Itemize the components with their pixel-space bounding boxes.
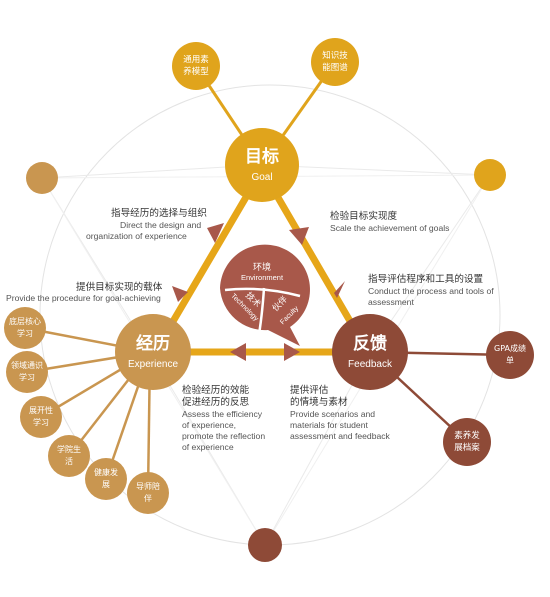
edge-label-bottom-right-en: assessment and feedback: [290, 431, 390, 441]
feedback-child-node: [486, 331, 534, 379]
arrow-right-lower: [334, 281, 345, 298]
experience-child-label: 底层核心学习: [9, 317, 41, 338]
center-environment-cn: 环境: [252, 263, 271, 273]
edge-label-left-lower-en: Provide the procedure for goal-achieving: [6, 293, 161, 303]
edge-label-bottom-left-en: of experience,: [182, 420, 236, 430]
feedback-child-label: 素养发展档案: [454, 431, 480, 453]
experience-child-label: 领域通识学习: [11, 361, 43, 382]
decor-ball-bottom: [248, 528, 282, 562]
experience-child-nodes: [4, 307, 169, 514]
edge-label-right-lower-en: Conduct the process and tools of: [368, 286, 494, 296]
edge-label-left-upper-en: organization of experience: [86, 231, 187, 241]
feedback-child-label: GPA成绩单: [494, 344, 526, 365]
goal-node: [225, 128, 299, 202]
feedback-child-node: [443, 418, 491, 466]
experience-child-label: 健康发展: [94, 468, 118, 489]
edge-label-right-upper-en: Scale the achievement of goals: [330, 223, 450, 233]
edge-label-bottom-left-en: of experience: [182, 442, 234, 452]
edge-label-right-lower-en: assessment: [368, 297, 414, 307]
goal-child-node: [172, 42, 220, 90]
experience-child-label: 展开性学习: [29, 406, 53, 427]
arrow-bottom-right: [284, 343, 300, 361]
experience-title-cn: 经历: [136, 334, 170, 354]
arrow-left-upper: [207, 223, 224, 243]
edge-label-bottom-left-en: promote the reflection: [182, 431, 266, 441]
decor-ball-right: [474, 159, 506, 191]
arrow-right-upper: [289, 227, 309, 245]
edge-label-left-upper-en: Direct the design and: [120, 220, 202, 230]
edge-label-bottom-left-cn: 检验经历的效能: [182, 385, 250, 396]
center-swirl: [220, 244, 310, 346]
edge-label-bottom-right-cn: 提供评估: [290, 385, 329, 396]
edge-label-bottom-left-cn: 促进经历的反思: [182, 397, 250, 408]
spoke-line: [41, 164, 261, 179]
goal-title-en: Goal: [251, 172, 273, 183]
feedback-title-cn: 反馈: [353, 334, 387, 354]
experience-child-label: 导师陪伴: [136, 482, 160, 503]
goal-child-label: 通用素养模型: [183, 55, 209, 77]
experience-title-en: Experience: [127, 359, 179, 370]
feedback-title-en: Feedback: [348, 359, 392, 370]
edge-label-left-lower-cn: 提供目标实现的载体: [76, 282, 163, 293]
goal-title-cn: 目标: [245, 147, 279, 167]
decor-ball-left: [26, 162, 58, 194]
goal-child-node: [311, 38, 359, 86]
arrow-left-lower: [172, 286, 188, 302]
edge-label-right-lower-cn: 指导评估程序和工具的设置: [368, 274, 484, 285]
edge-label-right-upper-cn: 检验目标实现度: [330, 211, 398, 222]
edge-label-bottom-right-en: Provide scenarios and: [290, 409, 376, 419]
arrow-bottom-left: [230, 343, 246, 361]
edge-label-bottom-left-en: Assess the efficiency: [182, 409, 263, 419]
goal-child-label: 知识技能图谱: [322, 51, 348, 73]
experience-node: [115, 314, 191, 390]
edge-label-left-upper-cn: 指导经历的选择与组织: [111, 208, 207, 219]
center-environment-en: Environment: [240, 273, 284, 282]
main-triangle: [151, 166, 372, 356]
feedback-node: [332, 314, 408, 390]
experience-child-label: 学院生活: [57, 445, 81, 466]
center-swirl-divider: [224, 287, 301, 341]
edge-label-bottom-right-en: materials for student: [290, 420, 368, 430]
edge-label-bottom-right-cn: 的情境与素材: [290, 397, 348, 408]
